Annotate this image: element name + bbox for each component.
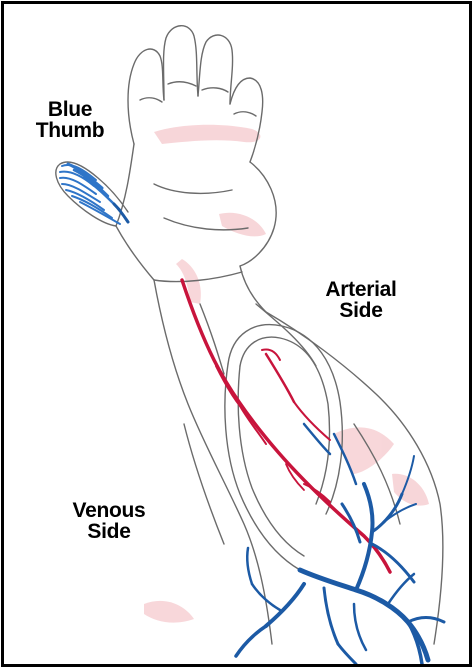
arterial-side-label-line-2: Side [313, 300, 409, 321]
venous-side-label-line-2: Side [64, 521, 154, 542]
venous-side-label: Venous Side [64, 500, 154, 542]
arterial-side-label: Arterial Side [313, 279, 409, 321]
blue-thumb-label-line-1: Blue [32, 99, 108, 120]
skin-tint [144, 125, 429, 623]
veins [236, 424, 444, 664]
blue-thumb-shading [60, 164, 128, 224]
venous-side-label-line-1: Venous [64, 500, 154, 521]
blue-thumb-label-line-2: Thumb [32, 120, 108, 141]
blue-thumb-label: Blue Thumb [32, 99, 108, 141]
arterial-side-label-line-1: Arterial [313, 279, 409, 300]
